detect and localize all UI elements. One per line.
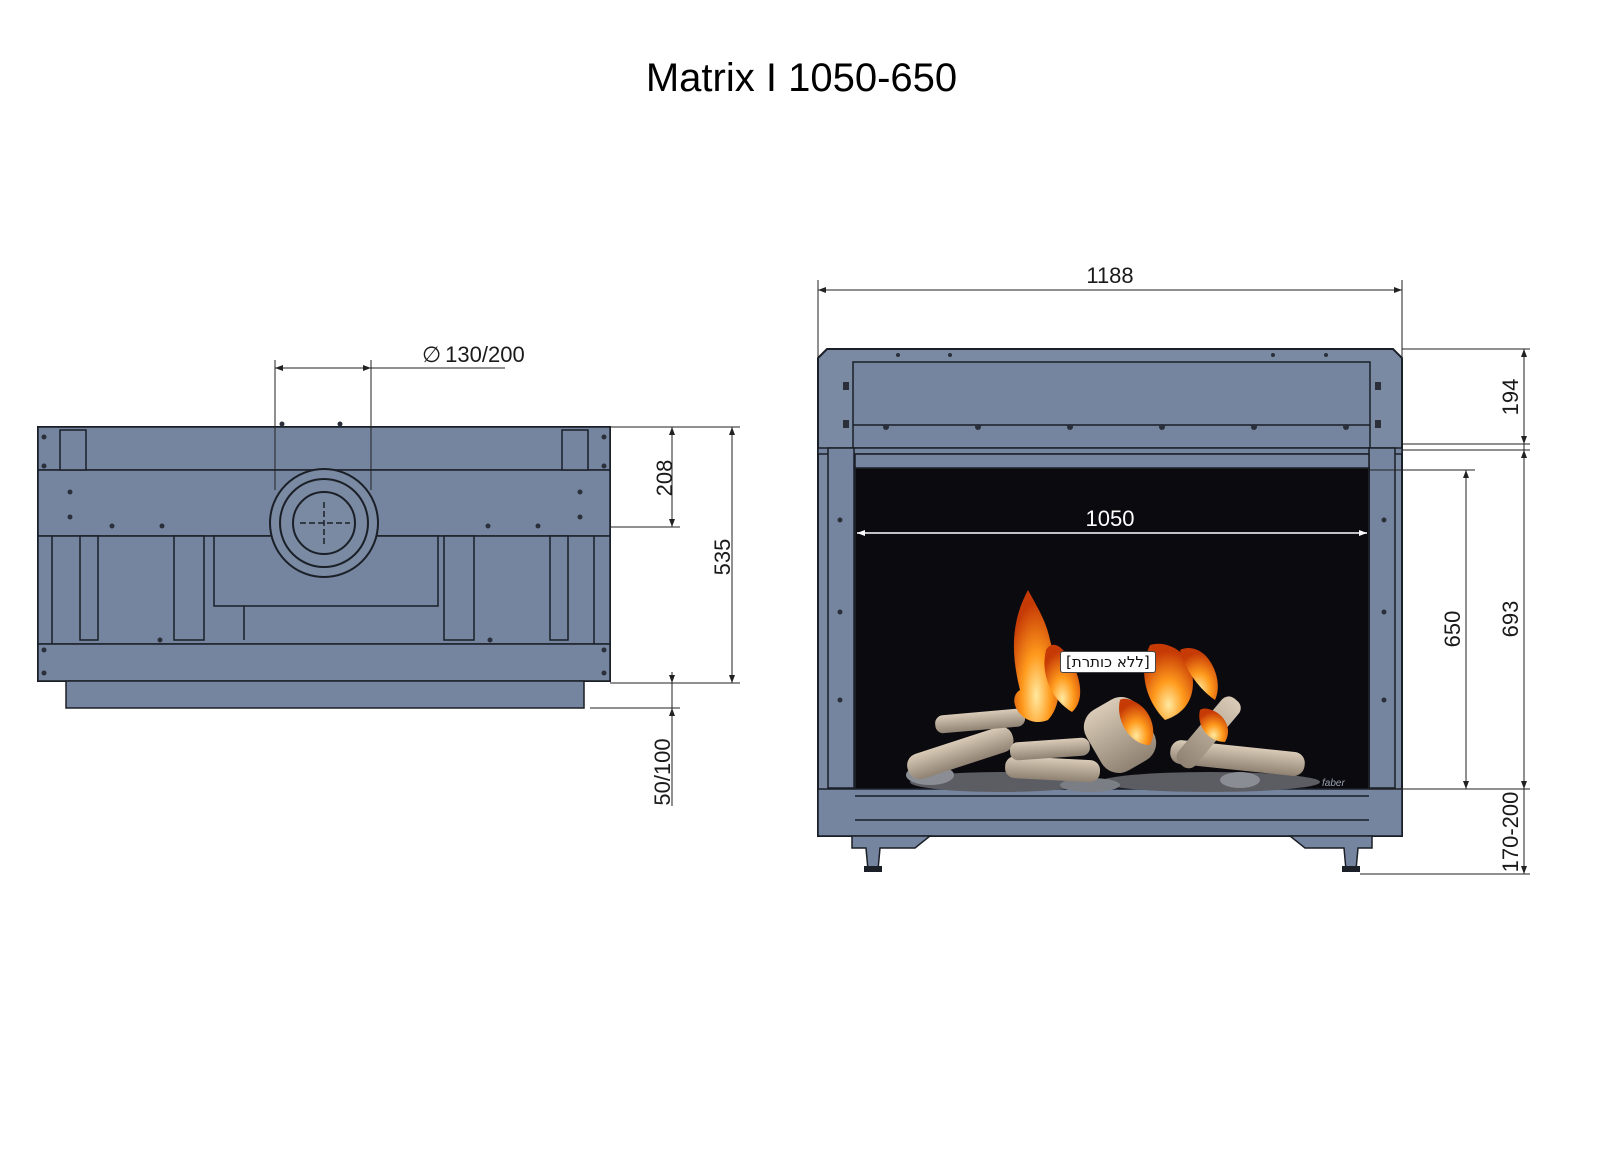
top-view-bolts [41, 421, 607, 676]
flue-dimension [274, 360, 505, 490]
dim-1050-line [857, 530, 1367, 536]
page-title: Matrix I 1050-650 [645, 56, 958, 100]
dim-1188-line [817, 280, 1403, 358]
dim-650-line [1369, 469, 1475, 790]
hood-lip [817, 447, 1403, 455]
right-inner-rail [443, 535, 475, 641]
dim-535-line [610, 426, 740, 684]
top-hood [852, 361, 1371, 449]
caption-tag: [ללא כותרת] [1060, 651, 1156, 673]
right-bracket [561, 429, 589, 471]
left-rail [79, 535, 99, 641]
right-leg [1287, 835, 1373, 871]
front-view-bolts [837, 353, 1387, 703]
left-inner-rail [173, 535, 205, 641]
dim-50-100-label: 50/100 [650, 738, 675, 805]
dim-1188-label: 1188 [1086, 263, 1133, 288]
dim-170-200-label: 170-200 [1498, 792, 1523, 873]
top-band [37, 426, 611, 471]
right-column [1368, 447, 1396, 789]
bottom-panel [37, 643, 611, 682]
dim-535-label: 535 [710, 539, 735, 576]
right-rail [549, 535, 569, 641]
top-view-drawing [37, 360, 740, 806]
bottom-rail [817, 788, 1403, 837]
brand-mark: faber [1322, 778, 1345, 789]
front-view-drawing [817, 280, 1530, 875]
dim-194-label: 194 [1498, 379, 1523, 416]
flue-diameter-label: ∅130/200 [422, 342, 525, 367]
dim-50-100-line [590, 672, 680, 806]
fire-flames [1013, 590, 1229, 745]
dim-208-label: 208 [652, 460, 677, 497]
left-column [827, 447, 855, 789]
dim-1050-label: 1050 [1086, 506, 1135, 531]
left-bracket [59, 429, 87, 471]
fire-logs [906, 696, 1320, 792]
dim-650-label: 650 [1440, 611, 1465, 648]
dim-693-label: 693 [1498, 601, 1523, 638]
left-leg [851, 835, 933, 871]
base-plate [65, 680, 585, 709]
